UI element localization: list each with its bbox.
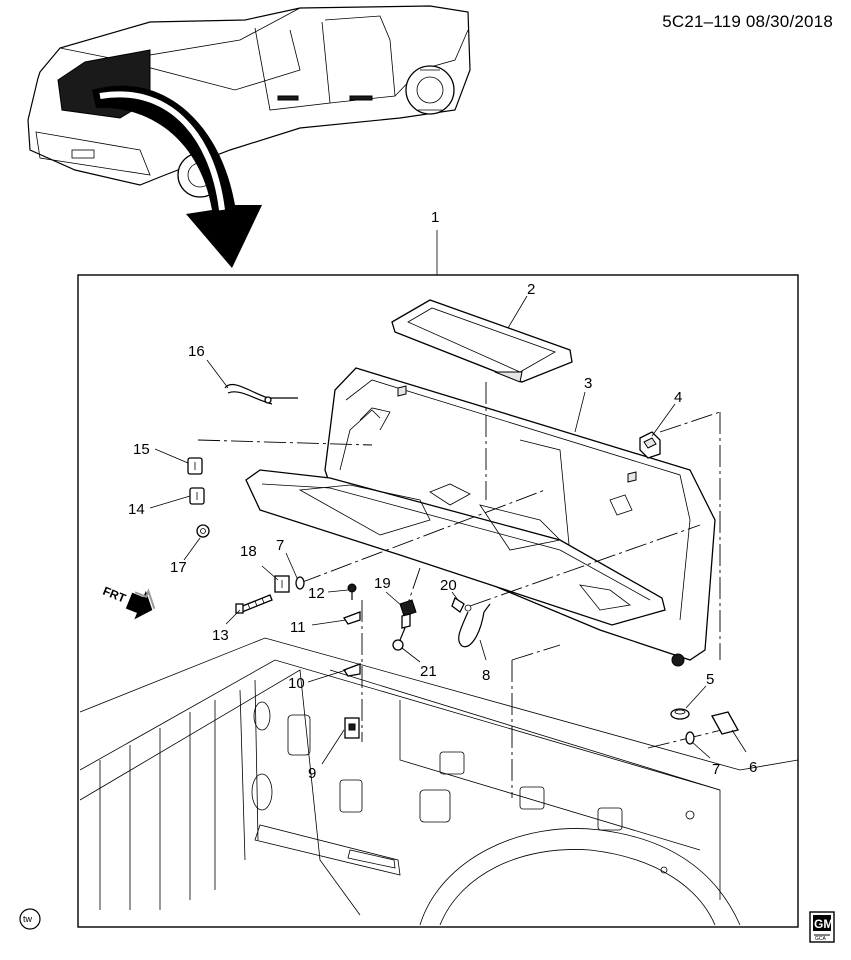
svg-text:FRT: FRT <box>101 584 128 606</box>
part-5-bumper <box>670 708 690 720</box>
part-14-clip <box>189 487 205 505</box>
callout-15: 15 <box>133 441 150 458</box>
svg-text:GCA: GCA <box>815 936 827 942</box>
part-13-bolt <box>235 594 273 614</box>
callout-8: 8 <box>482 667 490 684</box>
part-12-screw <box>347 583 357 600</box>
callout-labels: 1 2 3 4 5 6 7 7 8 9 10 11 12 13 14 15 16… <box>128 209 757 782</box>
part-20-hook <box>451 597 472 613</box>
callout-19: 19 <box>374 575 391 592</box>
callout-3: 3 <box>584 375 592 392</box>
truck-bed <box>79 637 799 926</box>
callout-17: 17 <box>170 559 187 576</box>
callout-13: 13 <box>212 627 229 644</box>
center-lines <box>197 382 731 798</box>
assembly-frame <box>77 274 799 928</box>
part-7-washer-upper <box>295 576 305 590</box>
callout-11: 11 <box>290 619 306 636</box>
callout-2: 2 <box>527 281 535 298</box>
callout-18: 18 <box>240 543 257 560</box>
callout-12: 12 <box>308 585 325 602</box>
callout-7a: 7 <box>276 537 284 554</box>
callout-10: 10 <box>288 675 305 692</box>
truck-overview <box>27 5 471 198</box>
gm-logo: GM GCA <box>809 911 835 943</box>
part-17-fastener <box>196 524 210 538</box>
part-15-clip <box>187 457 203 475</box>
part-18-bracket <box>274 575 290 593</box>
part-19-latch <box>399 599 417 629</box>
callout-4: 4 <box>674 389 682 406</box>
corner-mark: tw <box>19 908 41 930</box>
direction-arrow <box>92 85 262 268</box>
part-2-tray <box>391 299 573 383</box>
part-10-spacer <box>343 663 361 677</box>
callout-16: 16 <box>188 343 205 360</box>
part-8-strap <box>458 603 491 648</box>
part-21-pin <box>392 627 406 651</box>
figure-id: 5C21–119 08/30/2018 <box>662 12 833 31</box>
part-3-storage-bin <box>245 367 716 667</box>
part-16-cable <box>224 383 298 405</box>
svg-text:GM: GM <box>814 917 833 931</box>
callout-6: 6 <box>749 759 757 776</box>
svg-text:tw: tw <box>23 914 33 924</box>
part-9-striker <box>344 717 360 739</box>
callout-1: 1 <box>431 209 439 226</box>
part-11-spacer <box>343 611 361 625</box>
leader-lines <box>149 295 747 765</box>
part-7-washer-lower <box>685 731 695 745</box>
part-6-bracket <box>711 711 739 735</box>
callout-7b: 7 <box>712 761 720 778</box>
callout-5: 5 <box>706 671 714 688</box>
callout-14: 14 <box>128 501 145 518</box>
part-4-clip <box>639 431 661 459</box>
callout-9: 9 <box>308 765 316 782</box>
callout-21: 21 <box>420 663 437 680</box>
callout-20: 20 <box>440 577 457 594</box>
front-direction-badge: FRT <box>101 584 156 620</box>
